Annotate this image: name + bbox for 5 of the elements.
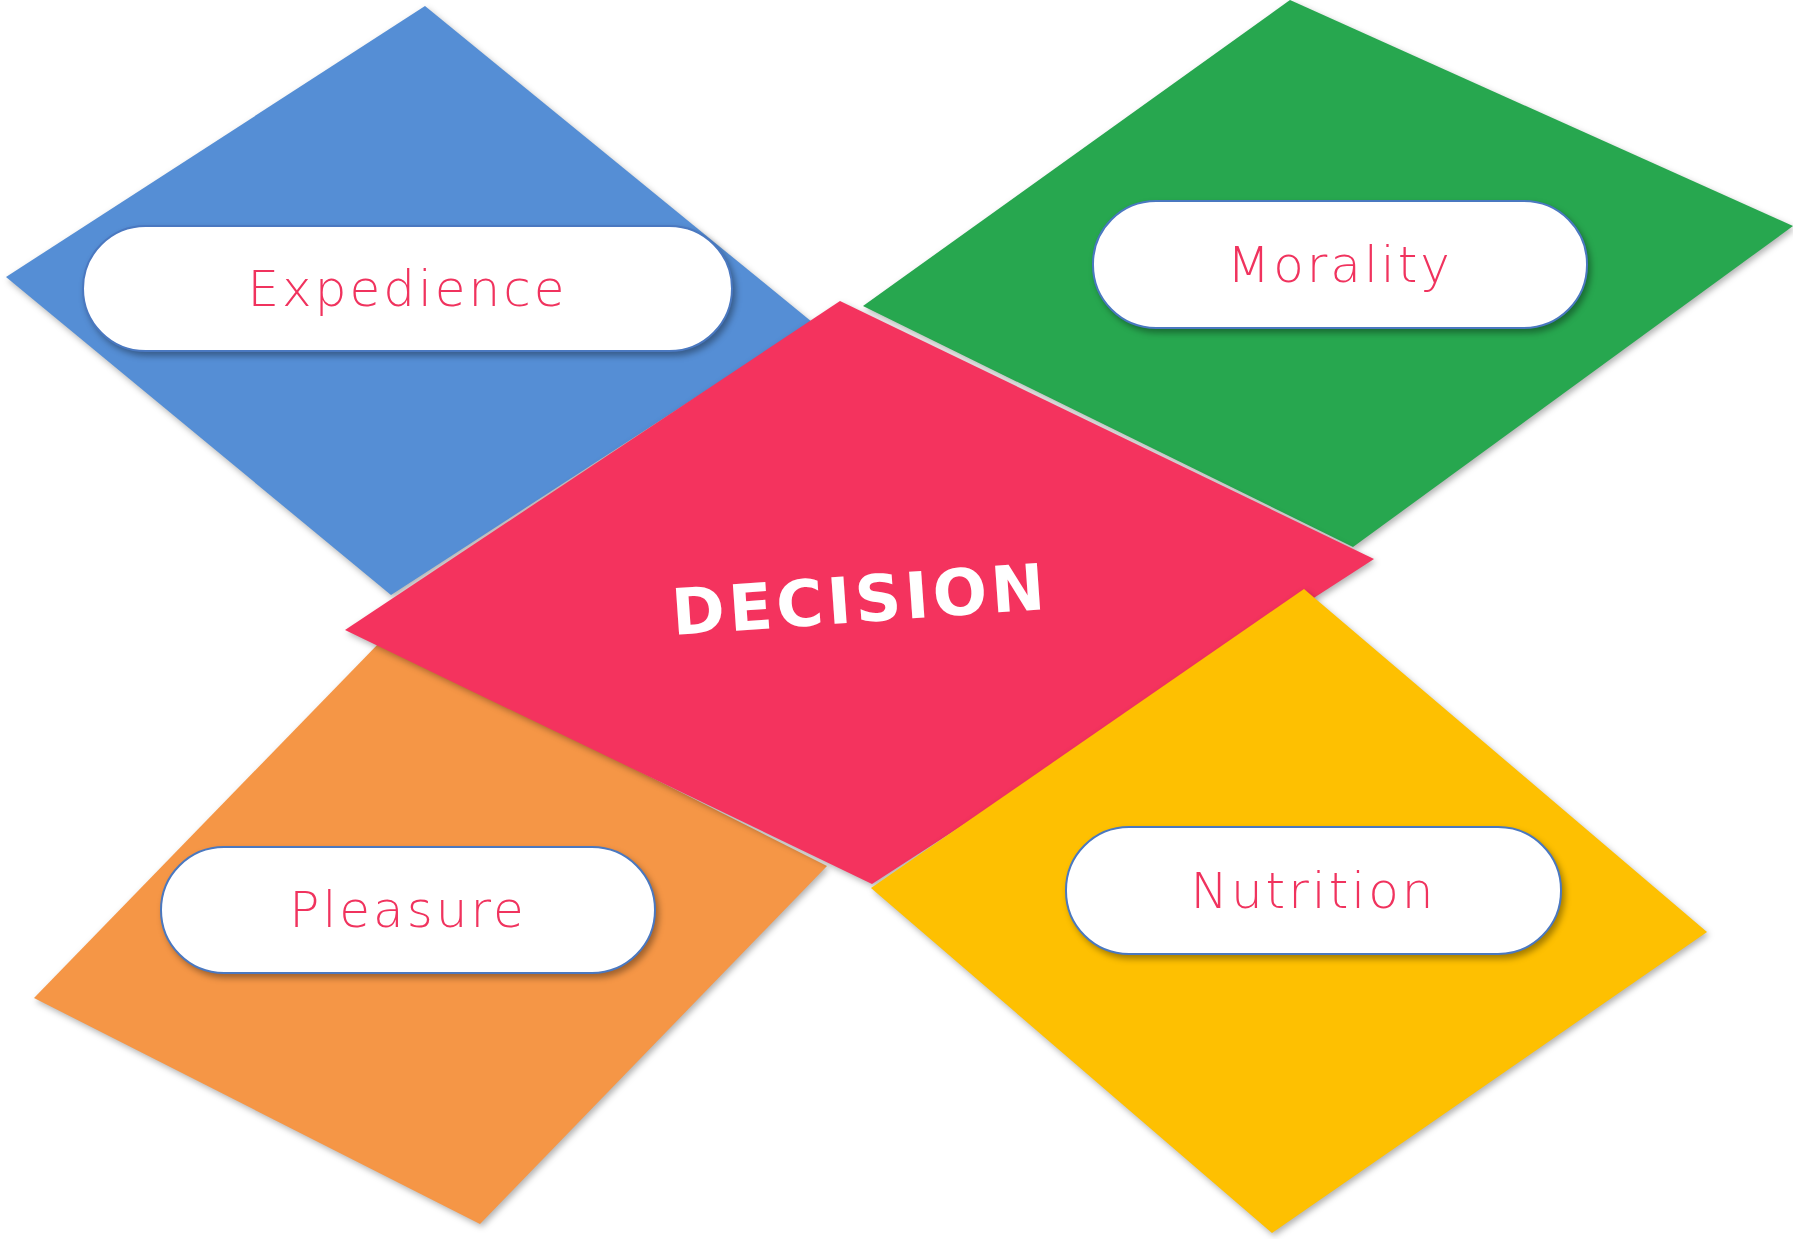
label-pill: Morality — [1092, 200, 1588, 329]
label-pill: Nutrition — [1065, 826, 1562, 955]
center-title: DECISION — [668, 548, 1052, 653]
label-pill: Expedience — [82, 225, 733, 352]
label-pill: Pleasure — [160, 846, 656, 974]
